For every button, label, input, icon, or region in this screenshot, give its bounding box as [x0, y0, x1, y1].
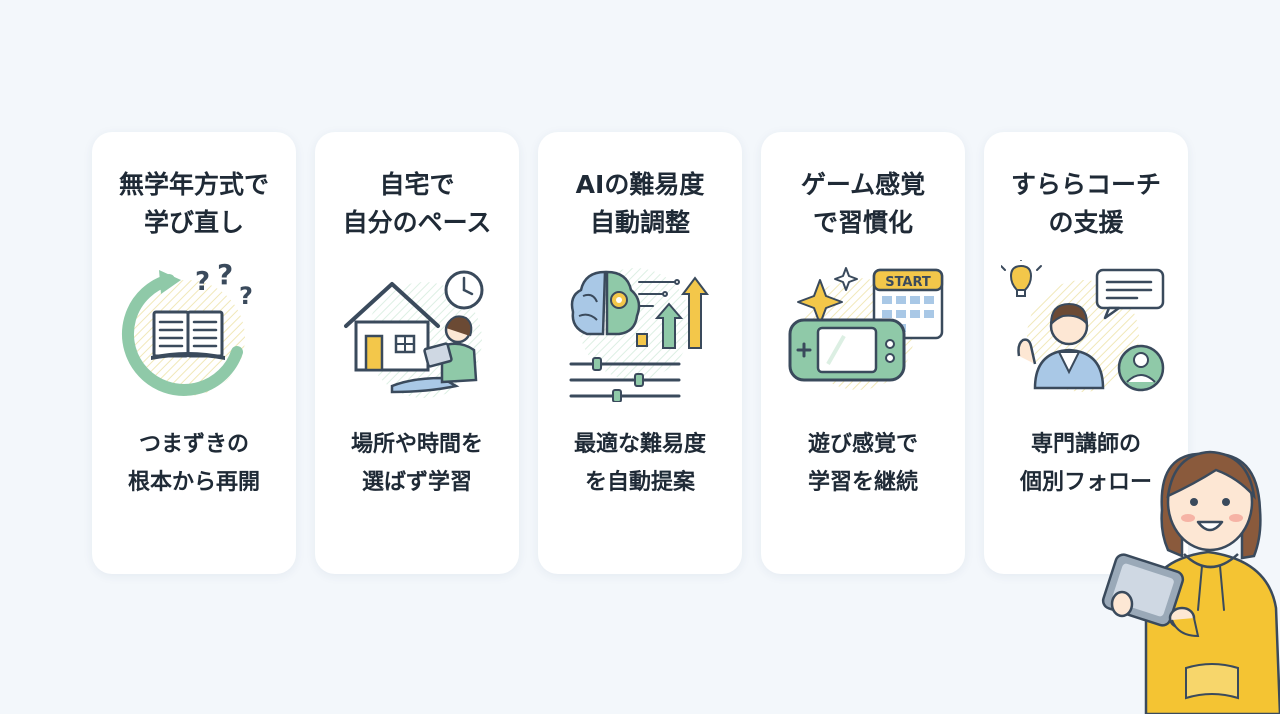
card-description: 専門講師の 個別フォロー: [1019, 432, 1152, 495]
feature-card-ai-difficulty: AIの難易度 自動調整: [538, 132, 742, 574]
feature-card-coach-support: すららコーチ の支援: [984, 132, 1188, 574]
game-console-calendar-icon: START: [788, 267, 944, 390]
calendar-start-label: START: [885, 275, 931, 290]
svg-text:?: ?: [217, 260, 233, 291]
coach-support-icon: [1001, 260, 1165, 392]
svg-text:?: ?: [195, 267, 210, 297]
card-title: AIの難易度 自動調整: [575, 170, 705, 237]
mascot-girl-with-tablet: [1101, 450, 1280, 714]
card-description: 最適な難易度 を自動提案: [573, 432, 706, 495]
svg-text:?: ?: [239, 282, 253, 310]
feature-card-no-grade-system: 無学年方式で 学び直し: [92, 132, 296, 574]
ai-brain-chart-icon: [569, 268, 709, 402]
card-description: つまずきの 根本から再開: [127, 432, 260, 495]
card-title: 無学年方式で 学び直し: [118, 170, 269, 237]
home-study-clock-icon: [344, 270, 484, 398]
card-description: 場所や時間を 選ばず学習: [350, 432, 483, 495]
card-title: ゲーム感覚 で習慣化: [800, 170, 926, 237]
feature-card-game-habit: ゲーム感覚 で習慣化 START: [761, 132, 965, 574]
feature-cards: 無学年方式で 学び直し: [92, 132, 1190, 574]
card-description: 遊び感覚で 学習を継続: [807, 432, 918, 495]
card-title: 自宅で 自分のペース: [342, 170, 492, 237]
card-title: すららコーチ の支援: [1010, 170, 1161, 237]
feature-card-home-study: 自宅で 自分のペース 場所や時間を: [315, 132, 519, 574]
book-cycle-question-icon: ? ? ?: [122, 260, 253, 396]
